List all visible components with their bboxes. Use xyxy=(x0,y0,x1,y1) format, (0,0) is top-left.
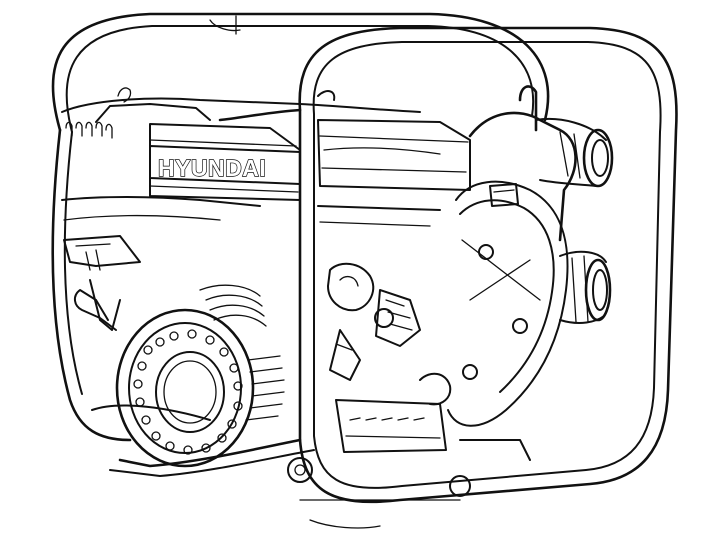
engine-front xyxy=(287,90,471,497)
side-vents xyxy=(199,284,285,421)
starter-vent-holes xyxy=(133,329,243,455)
base-plate xyxy=(91,404,531,529)
pump-volute xyxy=(447,111,577,427)
suction-inlet xyxy=(559,250,612,324)
brand-label: HYUNDAI xyxy=(149,145,301,185)
engine-body xyxy=(61,87,421,331)
cooling-fins xyxy=(65,121,113,139)
rear-frame xyxy=(51,12,550,442)
discharge-outlet xyxy=(518,85,614,188)
brand-logo-text: HYUNDAI xyxy=(158,155,266,181)
recoil-starter xyxy=(74,289,255,468)
